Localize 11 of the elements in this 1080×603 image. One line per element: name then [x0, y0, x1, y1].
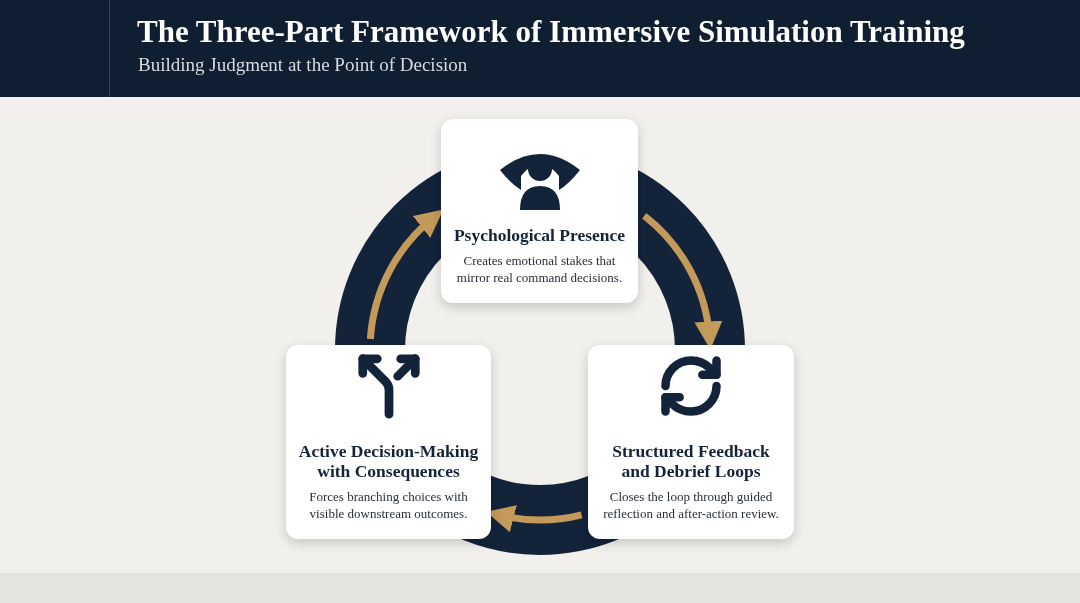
title: The Three-Part Framework of Immersive Simulation Training: [137, 14, 965, 50]
step-card: [286, 345, 491, 539]
subtitle: Building Judgment at the Point of Decision: [138, 54, 468, 76]
card-description: Forces branching choices with visible downstream outcomes.: [308, 487, 469, 523]
card-heading: Structured Feedback and Debrief Loops: [611, 442, 771, 482]
step-card: [441, 119, 638, 303]
card-description: Creates emotional stakes that mirror real command decisions.: [455, 251, 624, 287]
card-heading: Active Decision-Making with Consequences: [297, 442, 480, 482]
card-heading: Psychological Presence: [453, 226, 626, 246]
card-description: Closes the loop through guided reflection and after-action review.: [602, 487, 780, 523]
step-card: [588, 345, 794, 539]
